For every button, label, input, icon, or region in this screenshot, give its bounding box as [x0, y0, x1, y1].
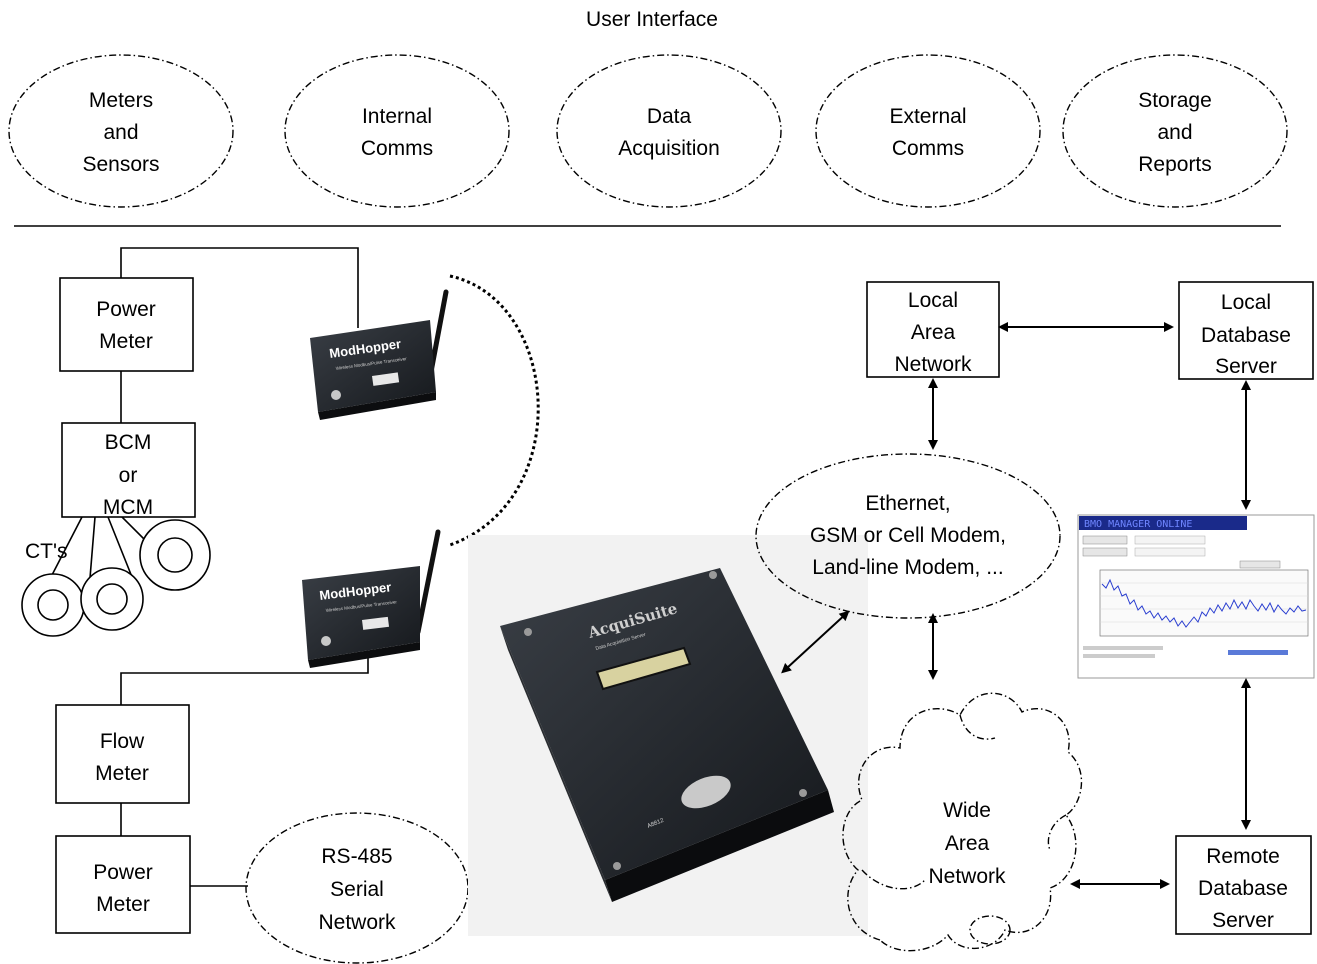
box-label-line: Remote: [1206, 845, 1280, 868]
cts-label: CT's: [25, 540, 68, 563]
cloud-label-line: Network: [928, 865, 1006, 888]
local-area-network-box: Local Area Network: [866, 281, 1000, 378]
category-label-line: Reports: [1138, 153, 1212, 176]
power-meter-bottom: Power Meter: [55, 835, 191, 934]
box-label-line: Server: [1212, 909, 1274, 932]
category-label-line: Internal: [362, 105, 432, 128]
category-label-line: and: [103, 121, 138, 144]
box-label-line: Meter: [95, 762, 149, 785]
oval-label-line: Ethernet,: [865, 492, 950, 515]
comm-methods-oval: Ethernet, GSM or Cell Modem, Land-line M…: [755, 453, 1061, 619]
category-label-line: Data: [647, 105, 692, 128]
cloud-label-line: Area: [945, 832, 990, 855]
modhopper-device-bottom: ModHopper Wireless Modbus/Pulse Transcei…: [302, 529, 441, 668]
box-label-line: MCM: [103, 496, 153, 519]
mini-chart-grid: [1100, 582, 1308, 623]
category-internal-comms: Internal Comms: [284, 54, 510, 208]
wide-area-network-cloud: Wide Area Network: [842, 692, 1083, 952]
arrow-acquisuite-comm: [781, 610, 850, 674]
box-label-line: Server: [1215, 355, 1277, 378]
box-label-line: Local: [908, 289, 958, 312]
cloud-label-line: Wide: [943, 799, 991, 822]
category-label-line: Meters: [89, 89, 153, 112]
category-label-line: External: [889, 105, 966, 128]
box-label-line: or: [119, 464, 138, 487]
category-label-line: Storage: [1138, 89, 1212, 112]
power-meter-top: Power Meter: [59, 277, 194, 372]
box-label-line: Meter: [96, 893, 150, 916]
wire-modhopper-flowmeter: [120, 655, 369, 705]
bcm-mcm-box: BCM or MCM: [61, 422, 196, 519]
screenshot-banner-bg: [1079, 516, 1247, 530]
oval-label-line: RS-485: [321, 845, 392, 868]
box-label-line: Meter: [99, 330, 153, 353]
box-label-line: Area: [911, 321, 956, 344]
box-label-line: BCM: [105, 431, 152, 454]
remote-database-server-box: Remote Database Server: [1175, 835, 1312, 935]
category-external-comms: External Comms: [815, 54, 1041, 208]
oval-label-line: Land-line Modem, ...: [812, 556, 1003, 579]
oval-label-line: GSM or Cell Modem,: [810, 524, 1006, 547]
category-data-acquisition: Data Acquisition: [556, 54, 782, 208]
box-label-line: Local: [1221, 291, 1271, 314]
antenna-icon: [415, 529, 441, 635]
box-label-line: Power: [93, 861, 153, 884]
obvius-logo-icon: [681, 775, 731, 809]
category-label-line: Acquisition: [618, 137, 720, 160]
oval-label-line: Network: [318, 911, 396, 934]
category-label-line: and: [1157, 121, 1192, 144]
wireless-link-arc: [449, 274, 540, 547]
box-label-line: Power: [96, 298, 156, 321]
box-label-line: Database: [1198, 877, 1288, 900]
oval-label-line: Serial: [330, 878, 384, 901]
flow-meter: Flow Meter: [55, 704, 190, 804]
wire-powermeter-modhopper: [120, 247, 359, 328]
header-title: User Interface: [586, 8, 718, 31]
category-label-line: Comms: [361, 137, 433, 160]
acquisuite-device: AcquiSuite Data Acquisition Server A8812: [468, 535, 868, 936]
category-label-line: Sensors: [82, 153, 159, 176]
box-label-line: Network: [894, 353, 972, 376]
category-label-line: Comms: [892, 137, 964, 160]
modhopper-device-top: ModHopper Wireless Modbus/Pulse Transcei…: [310, 289, 449, 420]
rs485-serial-network: RS-485 Serial Network: [245, 812, 469, 964]
box-label-line: Database: [1201, 324, 1291, 347]
box-label-line: Flow: [100, 730, 145, 753]
category-storage-reports: Storage and Reports: [1062, 54, 1288, 208]
reports-screenshot: BMO MANAGER ONLINE: [1077, 514, 1315, 679]
current-transformers: [21, 516, 211, 637]
screenshot-banner: BMO MANAGER ONLINE: [1084, 519, 1192, 530]
local-database-server-box: Local Database Server: [1178, 281, 1314, 380]
mini-chart-line: [1101, 578, 1307, 628]
category-meters-sensors: Meters and Sensors: [8, 54, 234, 208]
